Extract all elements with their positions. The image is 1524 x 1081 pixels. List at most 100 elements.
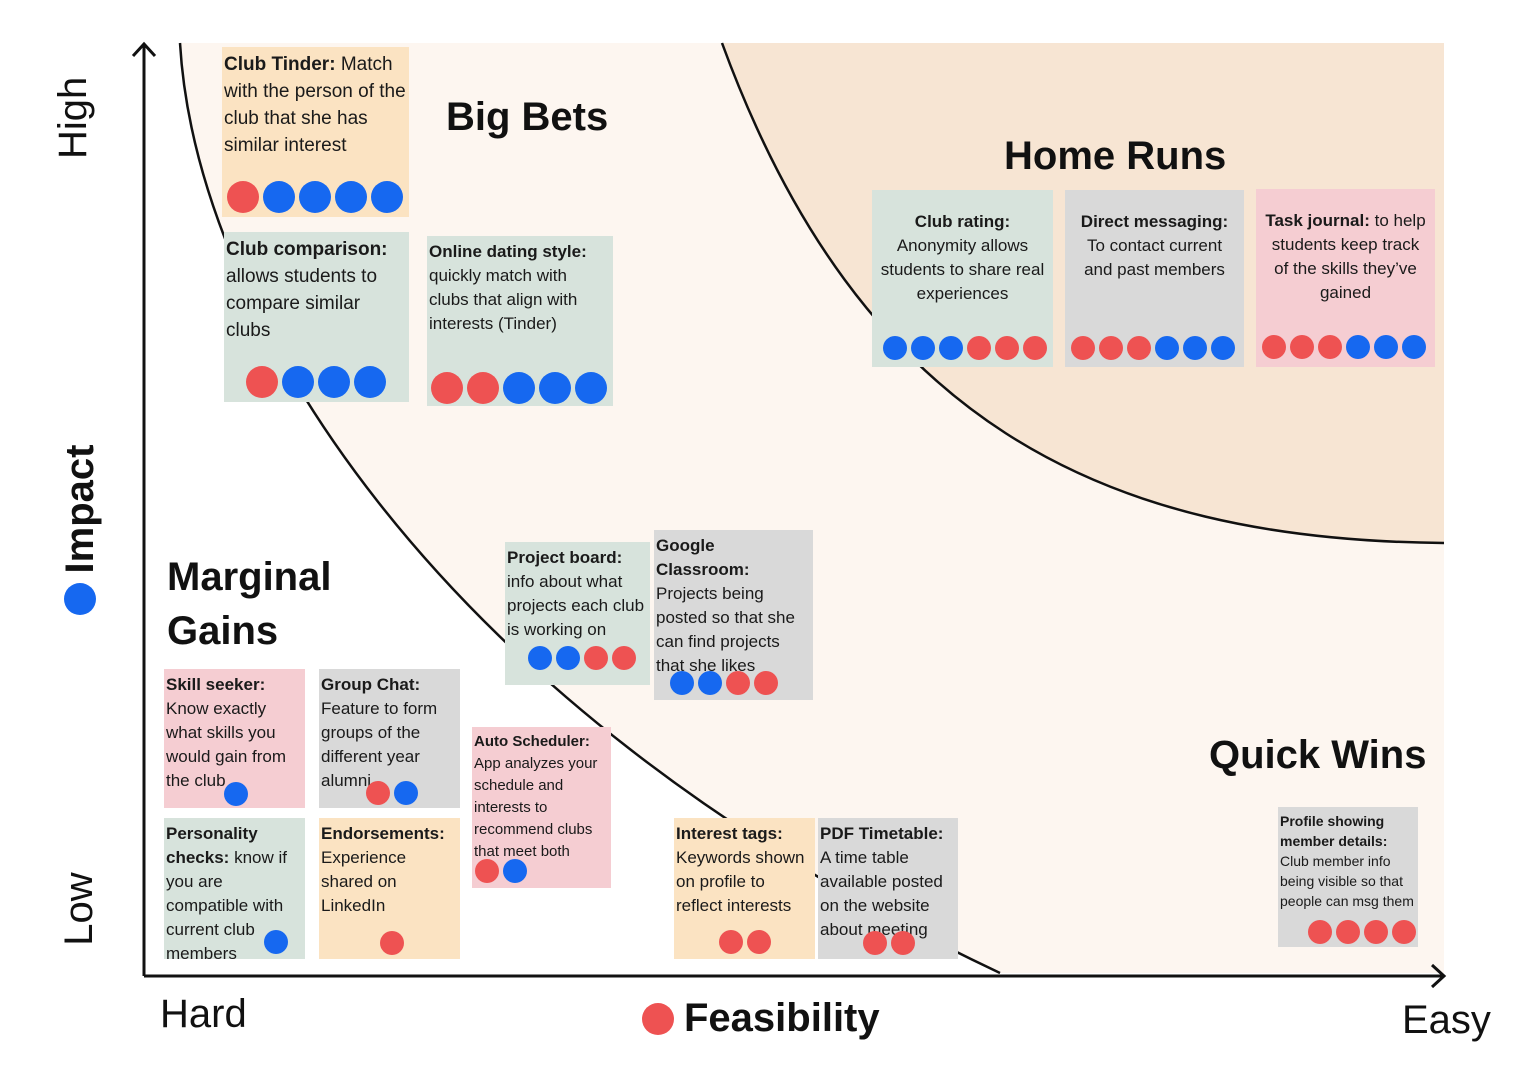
impact-vote-dot: [263, 181, 295, 213]
note-direct-messaging: Direct messaging: To contact current and…: [1065, 190, 1244, 367]
impact-vote-dot: [1183, 336, 1207, 360]
note-title: Group Chat:: [321, 675, 421, 694]
votes-pdf-timetable: [863, 931, 915, 955]
note-title: Club rating:: [914, 212, 1011, 231]
feasibility-vote-dot: [612, 646, 636, 670]
note-pdf-timetable: PDF Timetable: A time table available po…: [818, 818, 958, 959]
impact-vote-dot: [575, 372, 607, 404]
impact-vote-dot: [556, 646, 580, 670]
impact-vote-dot: [1346, 335, 1370, 359]
impact-vote-dot: [670, 671, 694, 695]
impact-vote-dot: [503, 859, 527, 883]
feasibility-vote-dot: [1099, 336, 1123, 360]
note-body: Club member info being visible so that p…: [1280, 853, 1414, 909]
region-big-bets: Big Bets: [446, 95, 609, 139]
note-title: Endorsements:: [321, 824, 445, 843]
feasibility-vote-dot: [1318, 335, 1342, 359]
impact-vote-dot: [1402, 335, 1426, 359]
feasibility-vote-dot: [1023, 336, 1047, 360]
feasibility-vote-dot: [1127, 336, 1151, 360]
note-title: Project board:: [507, 548, 623, 567]
note-body: Feature to form groups of the different …: [321, 699, 438, 790]
y-low-label: Low: [57, 872, 101, 946]
impact-vote-dot: [911, 336, 935, 360]
feasibility-vote-dot: [754, 671, 778, 695]
y-high-label: High: [51, 76, 95, 159]
impact-vote-dot: [394, 781, 418, 805]
feasibility-vote-dot: [1364, 920, 1388, 944]
feasibility-vote-dot: [467, 372, 499, 404]
votes-interest-tags: [719, 930, 771, 954]
region-home-runs: Home Runs: [1004, 134, 1227, 178]
impact-vote-dot: [335, 181, 367, 213]
note-body: To contact current and past members: [1084, 236, 1225, 279]
note-body: App analyzes your schedule and interests…: [474, 755, 598, 860]
note-title: Profile showing member details:: [1280, 813, 1388, 849]
votes-club-rating: [883, 336, 1047, 360]
note-body: Keywords shown on profile to reflect int…: [676, 848, 805, 915]
feasibility-dot-icon: [642, 1002, 674, 1035]
votes-profile-details: [1308, 920, 1416, 944]
note-body: A time table available posted on the web…: [820, 848, 943, 939]
x-axis-title-text: Feasibility: [684, 996, 880, 1040]
feasibility-vote-dot: [726, 671, 750, 695]
region-marginal-gains: Marginal Gains: [167, 550, 331, 658]
impact-vote-dot: [939, 336, 963, 360]
feasibility-vote-dot: [366, 781, 390, 805]
votes-skill-seeker: [224, 782, 248, 806]
votes-project-board: [528, 646, 636, 670]
feasibility-vote-dot: [1392, 920, 1416, 944]
feasibility-vote-dot: [246, 366, 278, 398]
votes-personality-checks: [264, 930, 288, 954]
note-title: Personality checks:: [166, 824, 258, 867]
feasibility-vote-dot: [1336, 920, 1360, 944]
y-axis-title-text: Impact: [57, 444, 102, 574]
feasibility-vote-dot: [1071, 336, 1095, 360]
region-marginal-gains-line1: Marginal: [167, 555, 332, 599]
feasibility-vote-dot: [1262, 335, 1286, 359]
note-title: Task journal:: [1265, 211, 1370, 230]
note-profile-details: Profile showing member details: Club mem…: [1278, 807, 1418, 947]
note-body: Projects being posted so that she can fi…: [656, 584, 795, 675]
feasibility-vote-dot: [1308, 920, 1332, 944]
note-title: PDF Timetable:: [820, 824, 944, 843]
impact-vote-dot: [1374, 335, 1398, 359]
note-title: Skill seeker:: [166, 675, 266, 694]
votes-group-chat: [366, 781, 418, 805]
home-runs-boundary: [720, 42, 1445, 545]
x-axis-title: Feasibility: [642, 996, 880, 1041]
impact-vote-dot: [299, 181, 331, 213]
note-title: Online dating style:: [429, 242, 587, 261]
note-body: Match with the person of the club that s…: [224, 54, 406, 156]
impact-vote-dot: [883, 336, 907, 360]
feasibility-vote-dot: [719, 930, 743, 954]
note-body: Anonymity allows students to share real …: [880, 236, 1045, 303]
impact-vote-dot: [371, 181, 403, 213]
feasibility-vote-dot: [891, 931, 915, 955]
feasibility-vote-dot: [967, 336, 991, 360]
note-title: Direct messaging:: [1080, 212, 1229, 231]
votes-online-dating-style: [431, 372, 607, 404]
note-body: allows students to compare similar clubs: [226, 266, 378, 341]
votes-google-classroom: [670, 671, 778, 695]
impact-vote-dot: [354, 366, 386, 398]
note-body: Know exactly what skills you would gain …: [166, 699, 287, 790]
feasibility-vote-dot: [431, 372, 463, 404]
impact-vote-dot: [528, 646, 552, 670]
feasibility-vote-dot: [227, 181, 259, 213]
x-axis-arrowhead: [1430, 963, 1447, 989]
votes-direct-messaging: [1071, 336, 1235, 360]
impact-vote-dot: [1155, 336, 1179, 360]
impact-dot-icon: [64, 583, 96, 616]
impact-vote-dot: [503, 372, 535, 404]
note-body: to help students keep track of the skill…: [1271, 211, 1426, 302]
votes-endorsements: [380, 931, 404, 955]
impact-vote-dot: [282, 366, 314, 398]
x-easy-label: Easy: [1402, 998, 1491, 1042]
note-body: Experience shared on LinkedIn: [321, 848, 407, 915]
impact-vote-dot: [264, 930, 288, 954]
votes-club-comparison: [246, 366, 386, 398]
note-body: quickly match with clubs that align with…: [429, 266, 578, 333]
impact-vote-dot: [224, 782, 248, 806]
note-interest-tags: Interest tags: Keywords shown on profile…: [674, 818, 815, 959]
